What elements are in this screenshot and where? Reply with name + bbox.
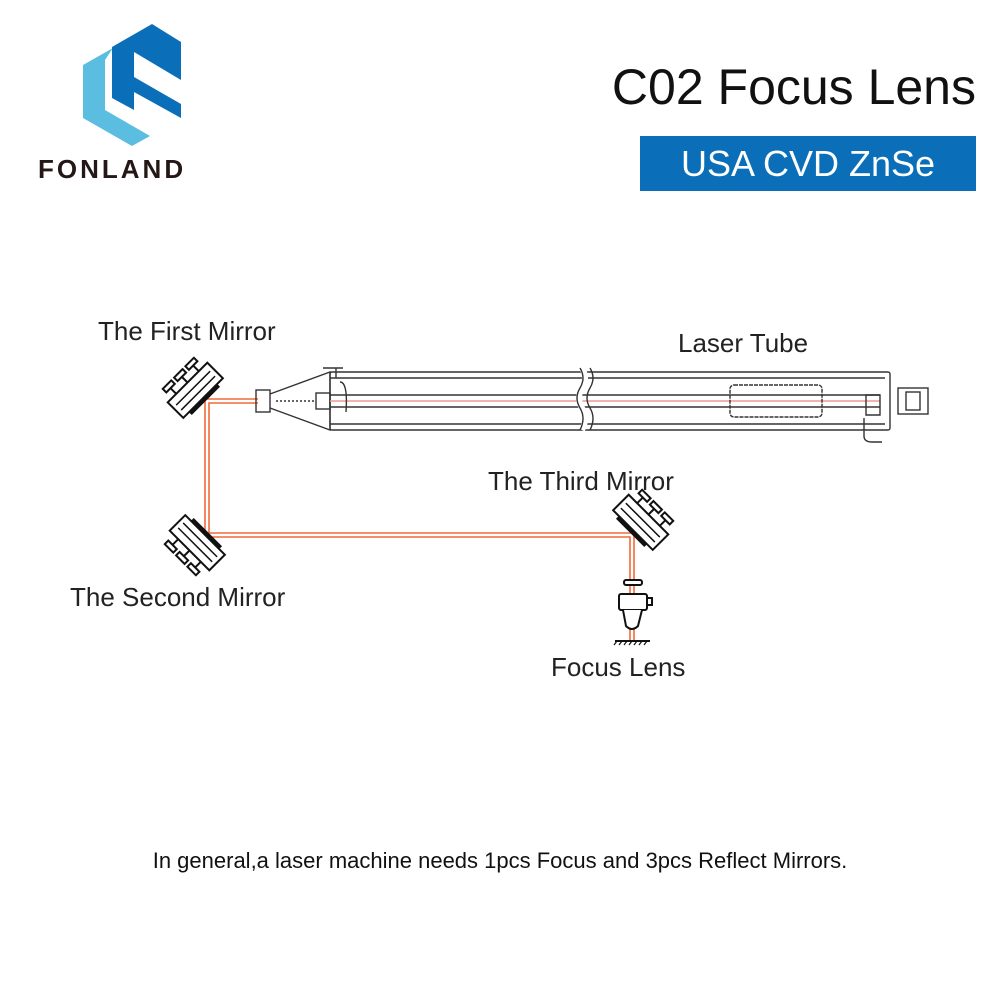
fonland-logo: [83, 24, 181, 146]
page-title: C02 Focus Lens: [611, 59, 976, 115]
focus-lens-icon: [613, 579, 653, 646]
brand-name: FONLAND: [38, 154, 187, 184]
material-badge: USA CVD ZnSe: [640, 136, 976, 191]
label-third-mirror: The Third Mirror: [488, 466, 674, 496]
label-laser-tube: Laser Tube: [678, 328, 809, 358]
label-second-mirror: The Second Mirror: [70, 582, 286, 612]
first-mirror-icon: [157, 352, 227, 422]
label-focus-lens: Focus Lens: [551, 652, 686, 682]
label-first-mirror: The First Mirror: [98, 316, 276, 346]
laser-tube-icon: [255, 366, 929, 443]
footer-note: In general,a laser machine needs 1pcs Fo…: [152, 848, 848, 873]
second-mirror-icon: [159, 511, 229, 581]
